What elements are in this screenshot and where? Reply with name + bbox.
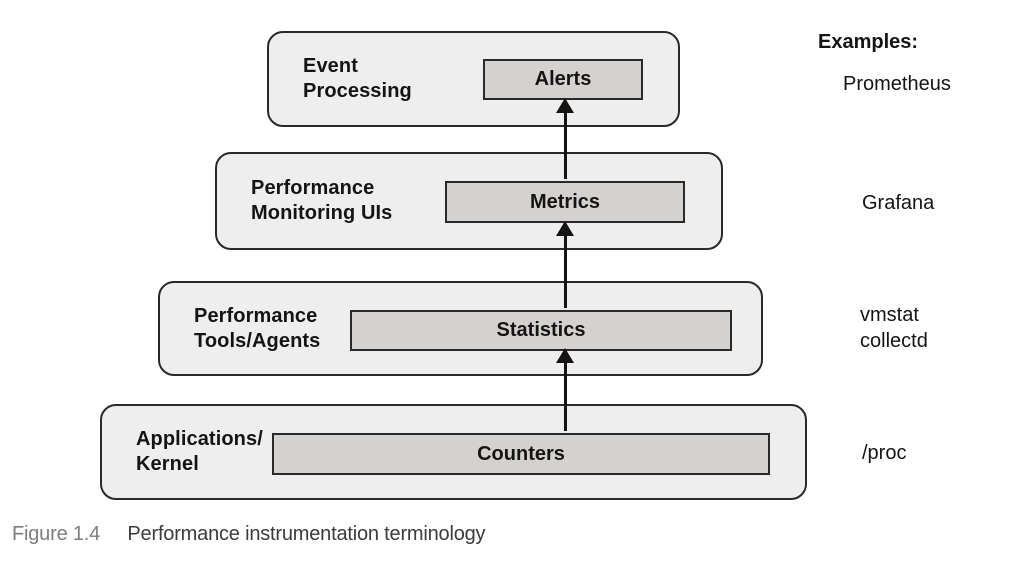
statistics-box: Statistics [350, 310, 732, 351]
arrow-metrics-to-alerts [556, 98, 574, 179]
counters-box-label: Counters [477, 442, 565, 465]
arrow-line [563, 236, 567, 308]
layer-performance-tools-agents: Performance Tools/Agents Statistics [158, 281, 763, 376]
layer-performance-tools-agents-label: Performance Tools/Agents [194, 304, 320, 354]
layer-label-line: Monitoring UIs [251, 202, 393, 224]
example-proc: /proc [862, 442, 907, 464]
layer-label-line: Kernel [136, 453, 199, 475]
arrow-up-icon [556, 98, 574, 113]
alerts-box: Alerts [483, 59, 643, 100]
alerts-box-label: Alerts [534, 68, 592, 90]
figure-caption-text: Performance instrumentation terminology [127, 523, 486, 545]
arrow-counters-to-statistics [556, 348, 574, 431]
layer-event-processing: Event Processing Alerts [267, 31, 680, 127]
layer-performance-monitoring-uis: Performance Monitoring UIs Metrics [215, 152, 723, 250]
counters-box: Counters [272, 433, 770, 475]
arrow-up-icon [556, 221, 574, 236]
layer-performance-monitoring-uis-label: Performance Monitoring UIs [251, 176, 392, 226]
layer-label-line: Processing [303, 80, 412, 102]
layer-event-processing-label: Event Processing [303, 54, 412, 104]
example-collectd: collectd [860, 330, 928, 352]
example-vmstat-collectd: vmstat collectd [860, 302, 928, 354]
arrow-up-icon [556, 348, 574, 363]
metrics-box-label: Metrics [529, 190, 601, 213]
figure-caption-label: Figure 1.4 [12, 523, 101, 545]
arrow-statistics-to-metrics [556, 221, 574, 308]
metrics-box: Metrics [445, 181, 685, 223]
examples-header: Examples: [818, 31, 919, 53]
arrow-line [563, 363, 567, 431]
layer-label-line: Performance [251, 177, 375, 199]
example-vmstat: vmstat [860, 304, 919, 326]
example-prometheus: Prometheus [843, 73, 951, 95]
layer-label-line: Tools/Agents [194, 329, 321, 352]
arrow-line [563, 113, 567, 179]
layer-label-line: Event [303, 55, 358, 77]
layer-label-line: Performance [194, 304, 318, 327]
example-grafana: Grafana [862, 192, 935, 214]
layer-label-line: Applications/ [136, 428, 263, 450]
layer-applications-kernel: Applications/ Kernel Counters [100, 404, 807, 500]
layer-applications-kernel-label: Applications/ Kernel [136, 427, 263, 477]
statistics-box-label: Statistics [496, 319, 586, 341]
figure-caption: Figure 1.4 Performance instrumentation t… [12, 523, 486, 546]
